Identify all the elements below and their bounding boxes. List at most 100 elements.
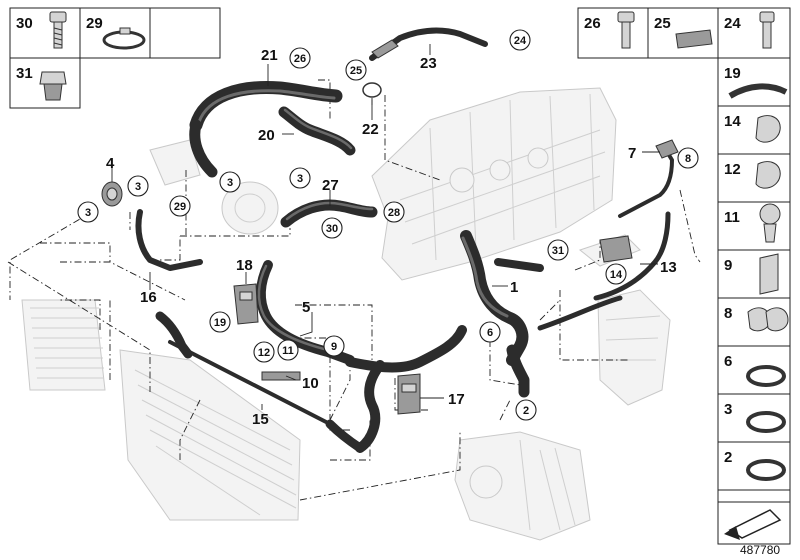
part-cell-3[interactable]: 3 [724, 401, 786, 433]
part-cell-28-frame [149, 7, 221, 59]
circled-callout-24: 24 [509, 29, 531, 51]
hose-21[interactable] [189, 81, 343, 178]
water-pump-outline [149, 139, 279, 235]
pipe-23[interactable] [369, 27, 488, 61]
part-number-12: 12 [724, 161, 741, 178]
hose-16[interactable] [135, 209, 203, 271]
part-number-2: 2 [724, 449, 732, 466]
part-7-connector[interactable] [655, 139, 679, 159]
part-cell-26[interactable]: 26 [584, 11, 635, 49]
svg-text:30: 30 [326, 223, 338, 235]
right-column-parts: 19 14 12 11 9 [717, 57, 791, 503]
part-number-6: 6 [724, 353, 732, 370]
svg-text:24: 24 [514, 35, 527, 47]
circled-callout-25: 25 [345, 59, 367, 81]
part-number-25: 25 [654, 15, 671, 32]
part-cell-25[interactable]: 25 [654, 15, 713, 49]
hose-5[interactable] [256, 260, 355, 365]
hose-9-lower[interactable] [325, 325, 467, 453]
part-number-14: 14 [724, 113, 741, 130]
svg-text:11: 11 [282, 345, 294, 357]
pipe-15[interactable] [168, 340, 332, 426]
svg-text:14: 14 [610, 269, 623, 281]
svg-text:3: 3 [85, 207, 91, 219]
part-number-19: 19 [724, 65, 741, 82]
plain-callouts: 21 20 22 23 4 27 7 18 5 16 13 1 10 17 15 [106, 47, 677, 428]
callout-21: 21 [261, 47, 278, 64]
callout-23: 23 [420, 55, 437, 72]
part-cell-30[interactable]: 30 [16, 11, 67, 49]
circled-callout-26: 26 [289, 47, 311, 69]
hose-clip-icon [728, 83, 788, 99]
part-cell-11[interactable]: 11 [724, 203, 781, 243]
part-number-24: 24 [724, 15, 741, 32]
clip-icon [755, 161, 781, 189]
radiator-small-outline [21, 299, 106, 391]
holder-icon [675, 29, 713, 49]
part-4-damper[interactable] [101, 181, 123, 207]
flange-bolt-icon [617, 11, 635, 49]
svg-text:26: 26 [294, 53, 306, 65]
hose-clamp-icon [102, 27, 146, 50]
part-cell-24[interactable]: 24 [724, 11, 775, 49]
circled-callout-3d: 3 [289, 167, 311, 189]
callout-7: 7 [628, 145, 636, 162]
circled-callout-9: 9 [323, 335, 345, 357]
part-cell-2[interactable]: 2 [724, 449, 786, 481]
hose-6-to-2[interactable] [506, 344, 530, 398]
part-10-bracket[interactable] [261, 371, 301, 381]
bolt-icon [49, 11, 67, 49]
circled-callout-30: 30 [321, 217, 343, 239]
callout-16: 16 [140, 289, 157, 306]
hose-27[interactable] [280, 199, 378, 228]
callout-1: 1 [510, 279, 518, 296]
expanding-rivet-icon [759, 203, 781, 243]
circled-callout-6: 6 [479, 321, 501, 343]
svg-text:29: 29 [174, 201, 186, 213]
part-number-26: 26 [584, 15, 601, 32]
part-number-11: 11 [724, 209, 740, 226]
part-31-coupling[interactable] [599, 235, 633, 263]
circled-callout-3c: 3 [219, 171, 241, 193]
svg-text:3: 3 [227, 177, 233, 189]
clip-icon [755, 115, 781, 143]
svg-text:3: 3 [135, 181, 141, 193]
callout-leaders [111, 44, 660, 410]
part-number-9: 9 [724, 257, 732, 274]
part-cell-8[interactable]: 8 [724, 305, 789, 332]
svg-text:25: 25 [350, 65, 362, 77]
svg-text:28: 28 [388, 207, 400, 219]
part-cell-31[interactable]: 31 [16, 65, 67, 101]
part-18-bracket[interactable] [233, 283, 259, 325]
part-22-seal[interactable] [362, 82, 382, 98]
bracket-icon [759, 253, 779, 295]
hose-20[interactable] [278, 106, 356, 156]
reference-number: 487780 [740, 543, 780, 557]
part-cell-6[interactable]: 6 [724, 353, 786, 387]
part-cell-14[interactable]: 14 [724, 113, 781, 143]
hose-upper-radiator[interactable] [155, 311, 193, 359]
circled-callout-14: 14 [605, 263, 627, 285]
turbo-heat-exchanger-outline [454, 431, 591, 541]
svg-text:6: 6 [487, 327, 493, 339]
svg-text:31: 31 [552, 245, 564, 257]
part-cell-29[interactable]: 29 [86, 15, 146, 50]
part-17-bracket[interactable] [397, 373, 421, 415]
callout-27: 27 [322, 177, 339, 194]
part-cell-9[interactable]: 9 [724, 253, 779, 295]
callout-13: 13 [660, 259, 677, 276]
double-clip-icon [747, 307, 789, 332]
circled-callout-29: 29 [169, 195, 191, 217]
part-cell-12[interactable]: 12 [724, 161, 781, 189]
direction-arrow-box [717, 501, 791, 545]
pipe-13[interactable] [537, 148, 674, 331]
svg-text:8: 8 [685, 153, 691, 165]
top-right-parts-box: 26 25 24 [577, 7, 791, 59]
hose-clamp-icon [746, 365, 786, 387]
radiator-main-outline [119, 349, 301, 521]
part-cell-19[interactable]: 19 [724, 65, 788, 99]
hose-1[interactable] [460, 230, 544, 366]
callout-5: 5 [302, 299, 310, 316]
svg-text:12: 12 [258, 347, 270, 359]
circled-callout-8: 8 [677, 147, 699, 169]
